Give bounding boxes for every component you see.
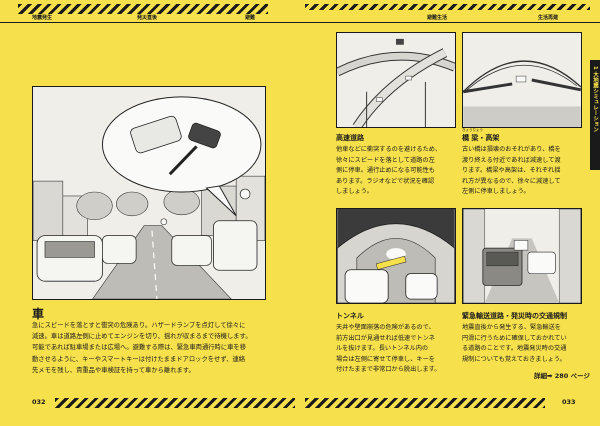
right-page: 高速道路 他車などに衝突するのを避けるため、 徐々にスピードを落として道路の左 … [300,0,600,426]
car-text-line: 可能であれば駐車場または広場へ。避難する際は、緊急車両通行時に車を移 [32,344,247,352]
car-text-line: 急にスピードを落とすと衝突の危険あり。ハザードランプを点灯して徐々に [32,322,246,329]
car-text-line: 先メモを残し、貴重品や車検証を持って車から離れます。 [32,366,195,374]
top-hatch-right [305,4,590,10]
nav-stage-label: 地震発生 [32,15,53,21]
nav-stage-label: 発災直後 [137,15,158,21]
bridge-text-line: 古い橋は損壊のおそれがあり、橋を [462,146,561,153]
tunnel-text-line: 付けたままで非常口から脱出します。 [336,366,441,373]
section-title-tunnel: トンネル [336,312,364,320]
car-text-line: 減速。車は道路左側に止めてエンジンを切り、揺れが収まるまで待機します。 [32,333,252,341]
nav-stage-1: 地震発生 [32,14,52,21]
section-title-highway: 高速道路 [336,134,364,142]
nav-stage-4: 避難生活 [427,14,447,21]
highway-text-line: 徐々にスピードを落として道路の左 [336,156,435,164]
emergency-road-text-line: 規制についても覚えておきましょう。 [462,355,566,363]
car-instructions: 急にスピードを落とすと衝突の危険あり。ハザードランプを点灯して徐々に 減速。車は… [32,320,272,376]
chapter-side-tab-label: 1 大地震シミュレーション [592,66,598,133]
car-key-street-drawing [33,87,265,299]
chapter-navigation: 地震発生 発災直後 避難 避難生活 生活再建 [0,14,600,26]
bridge-text: 古い橋は損壊のおそれがあり、橋を 渡り終える付近であれば減速して渡 ります。橋梁… [462,145,582,198]
nav-stage-5: 生活再建 [538,14,558,21]
bridge-text-line: 左側に停車しましょう。 [462,188,530,195]
nav-stage-3: 避難 [245,14,255,21]
tunnel-text-line: ルを抜けます。長いトンネル内の [336,345,429,352]
emergency-road-text: 地震直後から発生する、緊急輸送を 円滑に行うために確保しておかれてい る道路のこ… [462,323,584,365]
emergency-road-drawing [463,209,581,303]
bridge-text-line: 渡り終える付近であれば減速して渡 [462,156,561,164]
emergency-road-illustration [462,208,582,304]
left-page: 車 急にスピードを落とすと衝突の危険あり。ハザードランプを点灯して徐々に 減速。… [32,86,272,406]
tunnel-text-line: 場合は左側に寄せて停車し、キーを [336,355,435,363]
car-text-line: 動させるように、キーやスマートキーは付けたままドアロックをせず、連絡 [32,355,246,363]
highway-text-line: あります。ラジオなどで状況を確認 [336,177,435,185]
emergency-road-text-line: 地震直後から発生する、緊急輸送を [462,324,561,331]
page-number-left: 032 [32,398,46,406]
highway-text: 他車などに衝突するのを避けるため、 徐々にスピードを落として道路の左 側に停車。… [336,145,458,198]
chapter-side-tab[interactable]: 1 大地震シミュレーション [590,60,600,170]
page-number-right: 033 [562,398,576,406]
highway-text-line: 側に停車。通行止めになる可能性も [336,167,435,174]
top-hatch-left [18,4,268,14]
bridge-text-line: れ方が異なるので、徐々に減速して [462,177,561,185]
tunnel-drawing [337,209,455,303]
nav-line [0,22,600,23]
emergency-road-text-line: る道路のことです。地震発災時の交通 [462,345,567,352]
nav-stage-label: 避難生活 [427,15,448,21]
tunnel-text-line: 前方出口が見通せれば低速でトンネ [336,334,435,342]
section-title-car: 車 [32,307,45,321]
highway-drawing [337,33,455,127]
highway-illustration [336,32,456,128]
section-title-bridge: 橋 梁・高架 [462,134,500,142]
bottom-hatch-right [305,398,545,408]
car-street-illustration [32,86,266,300]
tunnel-text: 天井や壁面崩落の危険があるので、 前方出口が見通せれば低速でトンネ ルを抜けます… [336,323,458,376]
nav-stage-label: 避難 [245,15,256,21]
nav-stage-label: 生活再建 [538,15,559,21]
highway-text-line: 他車などに衝突するのを避けるため、 [336,146,442,153]
section-title-emergency-road: 緊急輸送道路・発災時の交通規制 [462,312,567,320]
bottom-hatch-left [55,398,295,408]
bridge-text-line: ります。橋梁や高架は、それぞれ揺 [462,167,561,174]
bridge-drawing [463,33,581,127]
detail-page-link[interactable]: 詳細➡ 280 ページ [534,372,590,380]
bridge-ruby: きょうりょう [462,128,483,132]
bridge-illustration [462,32,582,128]
tunnel-text-line: 天井や壁面崩落の危険があるので、 [336,324,435,331]
highway-text-line: しましょう。 [336,188,373,195]
tunnel-illustration [336,208,456,304]
nav-stage-2: 発災直後 [137,14,157,21]
emergency-road-text-line: 円滑に行うために確保しておかれてい [462,334,567,342]
